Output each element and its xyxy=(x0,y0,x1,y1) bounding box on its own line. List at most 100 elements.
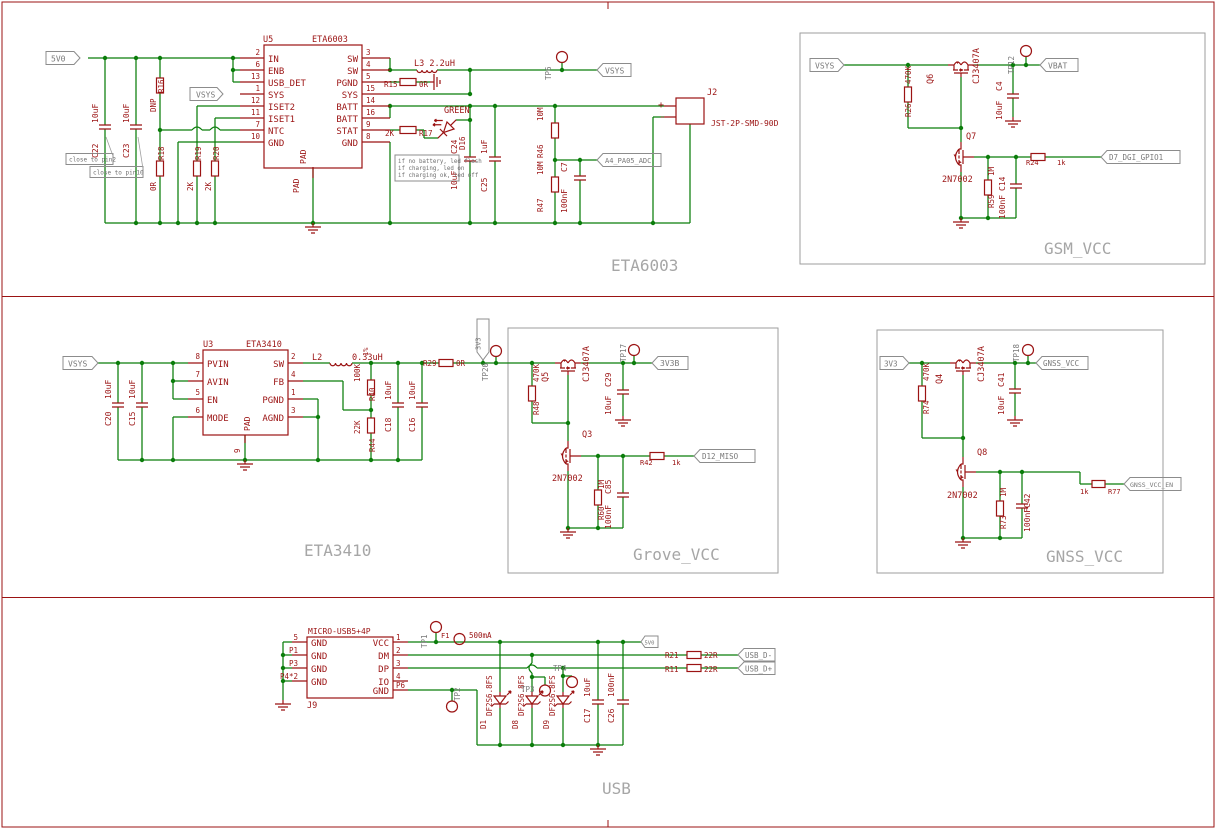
c25-value: 1uF xyxy=(480,139,489,154)
note-led-2: if charging, led on xyxy=(398,166,464,172)
c17-name: C17 xyxy=(583,708,592,723)
c26-value: 100nF xyxy=(607,673,616,697)
r21-value: 22R xyxy=(704,651,718,660)
connector-j2 xyxy=(664,97,705,125)
j9-name: J9 xyxy=(307,701,317,711)
u5-pin-gnd2: GND xyxy=(342,139,358,149)
c42-name: C42 xyxy=(1023,493,1032,508)
u5-num-5: 5 xyxy=(366,72,371,81)
net-flag-gnss-vcc xyxy=(1035,356,1089,370)
net-usbdm: USB_D- xyxy=(745,651,772,660)
j2-value: JST-2P-SMD-90D xyxy=(711,119,779,128)
r40-value: 100K xyxy=(353,363,362,382)
r48-value: 470K xyxy=(532,363,541,382)
u5-num-4: 4 xyxy=(366,60,371,69)
tp4-label: TP4 xyxy=(553,664,567,673)
tp1-label: TP1 xyxy=(420,634,429,648)
net-vsys-out: VSYS xyxy=(605,67,624,76)
gnd-symbol xyxy=(304,222,322,234)
r15-name: R15 xyxy=(384,80,398,89)
u5-num-7: 7 xyxy=(255,120,260,129)
title-eta3410: ETA3410 xyxy=(304,541,371,560)
resistor-r74 xyxy=(917,385,927,402)
c24-name: C24 xyxy=(450,139,459,154)
net-usbdp: USB_D+ xyxy=(745,665,773,674)
j2-plus: + xyxy=(658,100,664,111)
c15-value: 10uF xyxy=(128,380,137,399)
net-5v0-usb: 5V0 xyxy=(645,641,655,647)
r26-name: R26 xyxy=(904,103,913,117)
r40-tol: 1% xyxy=(362,347,370,356)
j9-num-2: 2 xyxy=(396,646,401,655)
testpoint-tp3 xyxy=(538,684,552,697)
resistor-r73 xyxy=(995,500,1005,517)
r17-value: 2K xyxy=(385,129,395,138)
d1-value: DF2S6.8FS xyxy=(485,675,494,716)
j9-gnd-3: GND xyxy=(311,665,327,675)
r21-name: R21 xyxy=(665,651,679,660)
testpoint-tp18 xyxy=(1021,343,1035,357)
wires-gsm xyxy=(844,56,1101,219)
gnd-symbol xyxy=(429,73,441,91)
inductor-l2 xyxy=(329,362,353,367)
r11-value: 22R xyxy=(704,665,718,674)
r60-name: R60 xyxy=(597,506,606,520)
j9-value: MICRO-USB5+4P xyxy=(308,627,371,636)
resistor-r48 xyxy=(527,385,537,402)
note-led-1: if no battery, led flash xyxy=(398,159,482,165)
net-flag-d7-dgi-gpio1 xyxy=(1100,150,1181,164)
c4-name: C4 xyxy=(995,81,1004,91)
mosfet-q5 xyxy=(554,358,582,376)
u5-num-13: 13 xyxy=(251,72,260,81)
r59-value: 1M xyxy=(987,166,996,176)
mosfet-q7 xyxy=(952,141,975,173)
u5-num-16: 16 xyxy=(366,108,376,117)
u3-pin-fb: FB xyxy=(273,378,284,388)
resistor-r15 xyxy=(399,77,417,87)
u5-num-11: 11 xyxy=(251,108,260,117)
title-eta6003: ETA6003 xyxy=(611,256,678,275)
tp12-label: TP12 xyxy=(1007,56,1016,74)
u5-pin-batt2: BATT xyxy=(336,115,358,125)
u3-pin-en: EN xyxy=(207,396,218,406)
c18-name: C18 xyxy=(384,417,393,432)
c22-value: 10uF xyxy=(91,104,100,123)
note-pin2: close to pin2 xyxy=(69,157,116,164)
gnd-symbol xyxy=(559,527,577,539)
gnd-symbol xyxy=(954,537,972,549)
r19-value: 2K xyxy=(186,181,195,191)
j9-gnd-4: GND xyxy=(311,678,327,688)
u5-pin-iset1: ISET1 xyxy=(268,115,295,125)
c17-value: 10uF xyxy=(583,678,592,697)
r48-name: R48 xyxy=(532,401,541,415)
title-gnss: GNSS_VCC xyxy=(1046,547,1123,566)
net-flag-vsys-mid xyxy=(62,356,99,370)
net-flag-3v3-gnss xyxy=(879,356,910,370)
j9-gnd-1: GND xyxy=(311,639,327,649)
resistor-r60 xyxy=(593,489,603,506)
r59-name: R59 xyxy=(987,194,996,208)
u5-pad2: PAD xyxy=(292,178,301,193)
resistor-r18 xyxy=(155,160,165,177)
net-flag-vsys-gsm xyxy=(809,58,845,72)
box-gnss-vcc xyxy=(876,329,1164,574)
resistor-r77 xyxy=(1091,479,1106,489)
r74-value: 470K xyxy=(922,362,931,381)
r18-value: 0R xyxy=(149,181,158,191)
r44-name: R44 xyxy=(368,438,377,452)
testpoint-tp4 xyxy=(565,675,579,689)
j9-num-3: 3 xyxy=(396,659,401,668)
q4-value: CJ3407A xyxy=(977,346,987,382)
net-vsys-u5: VSYS xyxy=(196,91,215,100)
r73-name: R73 xyxy=(999,515,1008,529)
title-usb: USB xyxy=(602,779,631,798)
resistor-r21 xyxy=(686,650,702,660)
c26-name: C26 xyxy=(607,708,616,723)
u5-pin-stat: STAT xyxy=(336,127,358,137)
c29-value: 10uF xyxy=(604,396,613,415)
tp6-label: TP6 xyxy=(544,66,553,80)
r77-name: R77 xyxy=(1108,488,1121,496)
c14-name: C14 xyxy=(998,176,1007,191)
c41-value: 10uF xyxy=(997,396,1006,415)
